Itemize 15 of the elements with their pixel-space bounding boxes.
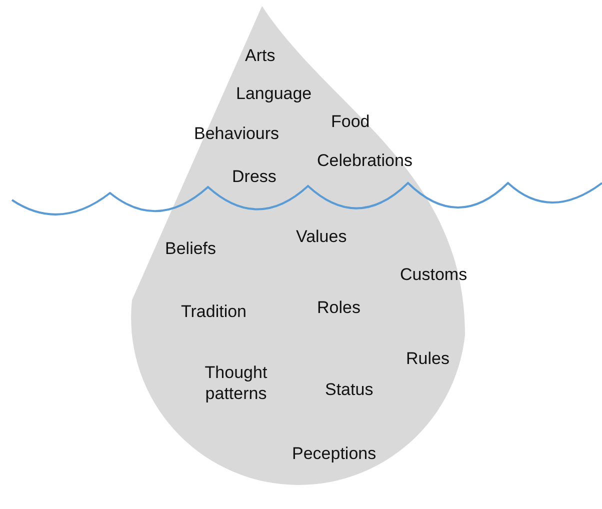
culture-term: Dress xyxy=(232,166,276,187)
culture-term: Celebrations xyxy=(317,150,412,171)
culture-term: Behaviours xyxy=(194,123,280,144)
culture-term: Status xyxy=(325,379,374,400)
culture-term: Food xyxy=(331,111,370,132)
culture-term: Values xyxy=(296,226,347,247)
culture-term: Rules xyxy=(406,348,450,369)
culture-term: Arts xyxy=(245,45,276,66)
culture-term: Tradition xyxy=(181,301,247,322)
culture-term: Beliefs xyxy=(165,238,216,259)
culture-term: Peceptions xyxy=(292,443,376,464)
culture-term: Roles xyxy=(317,297,360,318)
culture-term: Language xyxy=(236,83,312,104)
culture-term: Thought patterns xyxy=(204,362,268,404)
culture-term: Customs xyxy=(400,264,468,285)
